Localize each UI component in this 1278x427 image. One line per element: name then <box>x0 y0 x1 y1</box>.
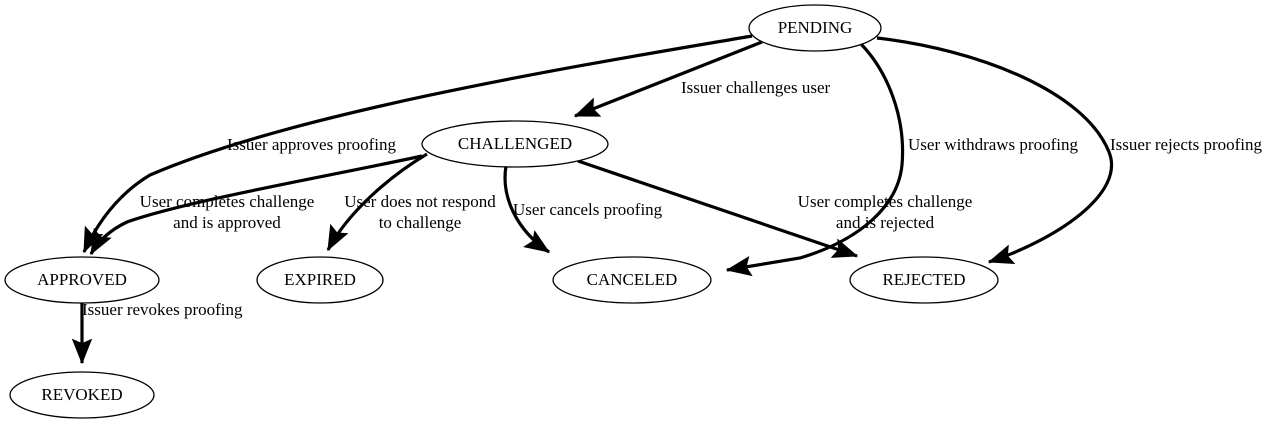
node-expired[interactable]: EXPIRED <box>256 256 384 304</box>
edge-challenged-expired <box>326 152 428 252</box>
node-shape-canceled <box>552 256 712 304</box>
edge-label-pending-rejected: Issuer rejects proofing <box>1110 135 1263 154</box>
node-label-revoked: REVOKED <box>41 385 122 404</box>
node-shape-revoked <box>9 371 155 419</box>
node-shape-challenged <box>421 120 609 168</box>
node-label-pending: PENDING <box>778 18 853 37</box>
edges-layer <box>71 34 1113 365</box>
edge-label-pending-canceled: User withdraws proofing <box>908 135 1078 154</box>
node-revoked[interactable]: REVOKED <box>9 371 155 419</box>
edge-challenged-canceled <box>503 165 551 254</box>
edge-label-challenged-canceled: User cancels proofing <box>513 200 663 219</box>
node-label-challenged: CHALLENGED <box>458 134 572 153</box>
edge-pending-rejected <box>876 36 1113 265</box>
edge-label-pending-challenged: Issuer challenges user <box>681 78 831 97</box>
node-shape-rejected <box>849 256 999 304</box>
node-challenged[interactable]: CHALLENGED <box>421 120 609 168</box>
edge-labels-layer: Issuer approves proofing Issuer challenge… <box>82 78 1263 319</box>
edge-challenged-approved <box>89 154 423 256</box>
edge-label-approved-revoked: Issuer revokes proofing <box>82 300 243 319</box>
edge-label-pending-approved: Issuer approves proofing <box>227 135 397 154</box>
node-canceled[interactable]: CANCELED <box>552 256 712 304</box>
node-shape-expired <box>256 256 384 304</box>
node-shape-pending <box>748 4 882 52</box>
edge-challenged-rejected <box>577 159 859 258</box>
nodes-layer: PENDING CHALLENGED APPROVED EXPIRED CANCELED… <box>4 4 999 419</box>
node-label-approved: APPROVED <box>37 270 127 289</box>
node-label-canceled: CANCELED <box>587 270 678 289</box>
node-approved[interactable]: APPROVED <box>4 256 160 304</box>
edge-pending-approved <box>82 34 753 254</box>
node-pending[interactable]: PENDING <box>748 4 882 52</box>
node-rejected[interactable]: REJECTED <box>849 256 999 304</box>
node-label-rejected: REJECTED <box>882 270 965 289</box>
node-label-expired: EXPIRED <box>284 270 356 289</box>
node-shape-approved <box>4 256 160 304</box>
edge-pending-challenged <box>573 40 763 118</box>
